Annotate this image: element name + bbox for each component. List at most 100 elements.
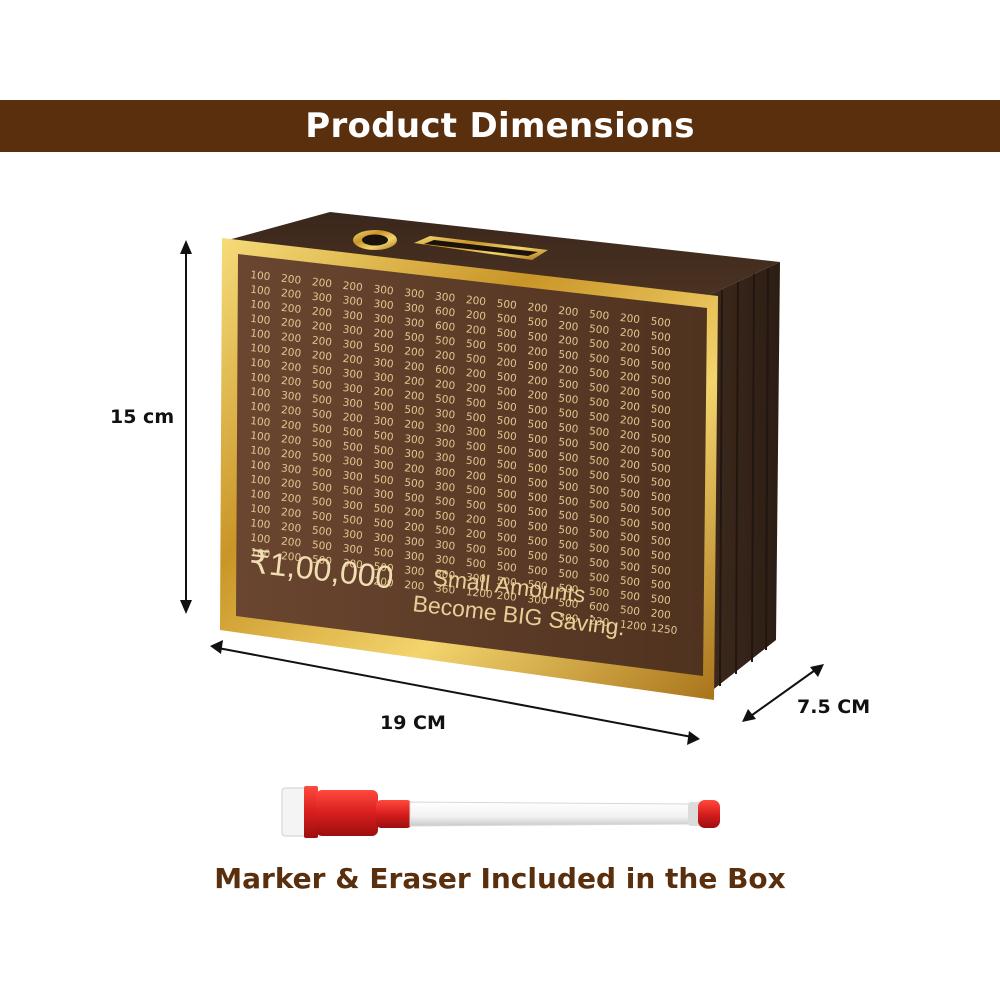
grid-cell: 300 — [527, 593, 548, 607]
grid-cell: 500 — [527, 316, 548, 330]
grid-cell: 500 — [496, 546, 517, 560]
grid-cell: 500 — [404, 404, 425, 418]
grid-cell: 200 — [280, 506, 301, 520]
grid-cell: 500 — [650, 520, 671, 534]
grid-cell: 300 — [342, 470, 363, 484]
grid-cell: 500 — [527, 491, 548, 505]
grid-cell: 200 — [280, 433, 301, 447]
height-label: 15 cm — [110, 406, 175, 428]
grid-cell: 500 — [311, 510, 332, 524]
grid-cell: 200 — [465, 528, 486, 542]
grid-cell: 300 — [342, 338, 363, 352]
grid-cell: 500 — [496, 575, 517, 589]
grid-cell: 600 — [588, 600, 609, 614]
grid-cell: 500 — [588, 542, 609, 556]
grid-cell: 500 — [496, 560, 517, 574]
grid-cell: 500 — [311, 364, 332, 378]
grid-cell: 500 — [496, 487, 517, 501]
grid-cell: 500 — [373, 561, 394, 575]
grid-cell: 500 — [434, 524, 455, 538]
grid-cell: 500 — [588, 440, 609, 454]
grid-cell: 500 — [311, 422, 332, 436]
grid-cell: 500 — [650, 549, 671, 563]
grid-cell: 1250 — [650, 622, 678, 637]
grid-cell: 500 — [558, 451, 579, 465]
grid-cell: 200 — [558, 319, 579, 333]
grid-cell: 500 — [650, 403, 671, 417]
grid-cell: 500 — [527, 506, 548, 520]
grid-cell: 500 — [465, 484, 486, 498]
grid-cell: 500 — [650, 491, 671, 505]
marker-tip — [698, 800, 720, 828]
grid-cell: 500 — [558, 495, 579, 509]
grid-cell: 300 — [373, 283, 394, 297]
grid-cell: 200 — [404, 418, 425, 432]
grid-cell: 500 — [619, 604, 640, 618]
grid-cell: 500 — [527, 403, 548, 417]
grid-cell: 500 — [558, 582, 579, 596]
grid-cell: 300 — [404, 302, 425, 316]
grid-cell: 500 — [496, 312, 517, 326]
grid-cell: 100 — [250, 532, 271, 546]
grid-cell: 500 — [588, 586, 609, 600]
grid-cell: 200 — [619, 341, 640, 355]
side-ridges — [719, 267, 769, 687]
grid-cell: 200 — [342, 411, 363, 425]
grid-cell: 500 — [311, 408, 332, 422]
grid-cell: 500 — [650, 564, 671, 578]
grid-cell: 300 — [342, 367, 363, 381]
grid-cell: 500 — [650, 432, 671, 446]
grid-cell: 200 — [619, 370, 640, 384]
grid-cell: 300 — [342, 324, 363, 338]
grid-cell: 100 — [250, 430, 271, 444]
grid-cell: 300 — [342, 528, 363, 542]
grid-cell: 300 — [434, 436, 455, 450]
grid-cell: 200 — [404, 521, 425, 535]
grid-cell: 300 — [342, 294, 363, 308]
accessory-caption: Marker & Eraser Included in the Box — [214, 862, 786, 895]
grid-cell: 200 — [404, 462, 425, 476]
grid-cell: 300 — [434, 422, 455, 436]
grid-cell: 500 — [650, 316, 671, 330]
grid-cell: 500 — [558, 597, 579, 611]
grid-cell: 500 — [434, 334, 455, 348]
title-banner: Product Dimensions — [0, 100, 1000, 152]
grid-cell: 600 — [434, 305, 455, 319]
grid-cell: 200 — [619, 312, 640, 326]
grid-cell: 500 — [434, 495, 455, 509]
grid-cell: 500 — [588, 425, 609, 439]
grid-cell: 200 — [311, 335, 332, 349]
grid-cell: 100 — [250, 488, 271, 502]
front-panel — [236, 254, 707, 676]
grid-cell: 500 — [588, 367, 609, 381]
grid-cell: 500 — [527, 433, 548, 447]
grid-cell: 500 — [650, 447, 671, 461]
grid-cell: 100 — [250, 327, 271, 341]
grid-cell: 500 — [588, 396, 609, 410]
grid-cell: 200 — [280, 287, 301, 301]
grid-cell: 200 — [465, 294, 486, 308]
grid-cell: 200 — [342, 280, 363, 294]
grid-cell: 200 — [434, 349, 455, 363]
grid-cell: 200 — [280, 448, 301, 462]
grid-cell: 500 — [619, 531, 640, 545]
grid-cell: 200 — [558, 305, 579, 319]
grid-cell: 500 — [496, 473, 517, 487]
grid-cell: 100 — [250, 444, 271, 458]
grid-cell: 100 — [250, 459, 271, 473]
grid-cell: 100 — [250, 284, 271, 298]
grid-cell: 200 — [619, 429, 640, 443]
grid-cell: 500 — [650, 418, 671, 432]
grid-cell: 500 — [558, 538, 579, 552]
grid-cell: 500 — [527, 549, 548, 563]
grid-cell: 500 — [311, 378, 332, 392]
grid-cell: 500 — [373, 342, 394, 356]
grid-cell: 300 — [404, 316, 425, 330]
grid-cell: 500 — [373, 473, 394, 487]
grid-cell: 500 — [311, 466, 332, 480]
grid-cell: 500 — [619, 560, 640, 574]
grid-cell: 500 — [527, 447, 548, 461]
grid-cell: 500 — [588, 571, 609, 585]
grid-cell: 200 — [465, 323, 486, 337]
grid-cell: 500 — [619, 575, 640, 589]
